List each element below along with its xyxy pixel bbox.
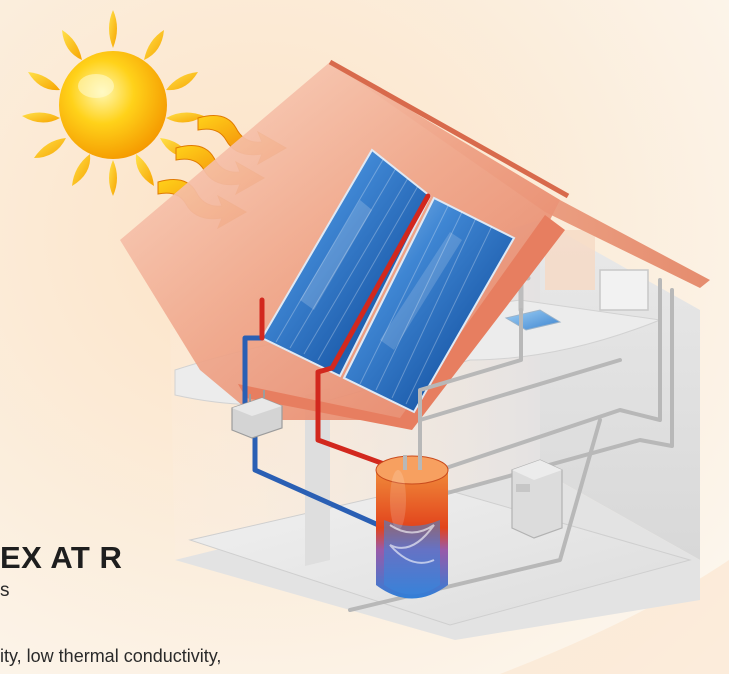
caption-title: EX AT R: [0, 540, 123, 575]
caption-body-text: ity, low thermal conductivity,: [0, 646, 222, 666]
panel-glare-2: [380, 232, 462, 350]
roof-slab: [238, 215, 565, 430]
solar-panel-right: [342, 196, 516, 414]
grey-pipe-1: [438, 278, 662, 472]
roof-side: [330, 62, 710, 288]
floor-sweep: [500, 560, 729, 674]
control-unit-icon: [231, 390, 283, 439]
panel-glare: [300, 200, 372, 310]
grey-pipe-5: [418, 308, 523, 462]
grey-pipe-4: [418, 358, 622, 422]
radiator: [599, 269, 649, 311]
roof-edge: [328, 59, 570, 199]
support-column: [305, 388, 330, 566]
solar-panel-icon: [260, 148, 516, 414]
boiler-icon: [511, 459, 563, 539]
water-tank-icon: [375, 455, 449, 599]
caption-subtitle: s: [0, 580, 10, 601]
tank-coil: [389, 524, 435, 564]
